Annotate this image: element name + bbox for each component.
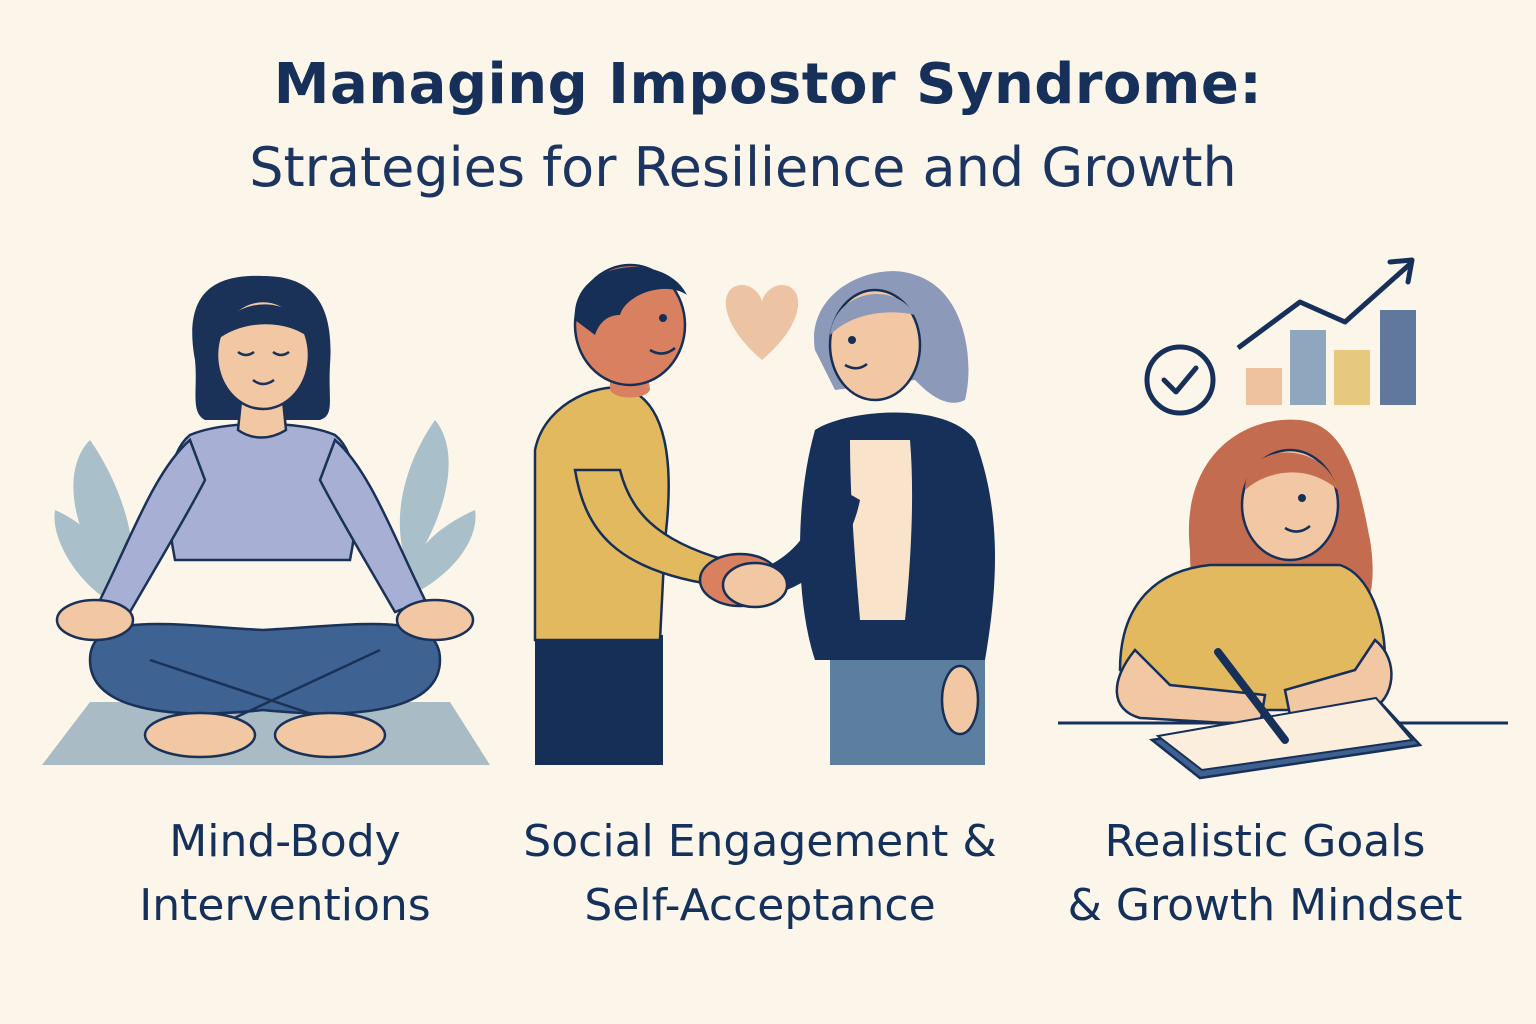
meditating-woman-illustration — [42, 275, 490, 765]
journaling-woman-illustration — [1058, 257, 1508, 780]
caption-line: Realistic Goals — [1104, 816, 1426, 867]
strategy-caption-social-engagement: Social Engagement & Self-Acceptance — [505, 810, 1015, 938]
checkmark-circle-icon — [1144, 344, 1216, 416]
handshake-illustration — [533, 263, 995, 765]
yoga-mat — [42, 702, 490, 765]
caption-line: & Growth Mindset — [1067, 880, 1463, 931]
strategy-caption-mind-body: Mind-Body Interventions — [30, 810, 540, 938]
caption-line: Self-Acceptance — [584, 880, 936, 931]
heart-icon — [725, 285, 799, 360]
strategy-caption-realistic-goals: Realistic Goals & Growth Mindset — [1010, 810, 1520, 938]
caption-line: Interventions — [139, 880, 431, 931]
page-title: Managing Impostor Syndrome: — [273, 52, 1263, 117]
caption-line: Social Engagement & — [523, 816, 997, 867]
pen-icon — [1214, 648, 1289, 744]
growth-bar-chart-icon — [1236, 257, 1416, 405]
page-subtitle: Strategies for Resilience and Growth — [249, 136, 1237, 199]
caption-line: Mind-Body — [169, 816, 401, 867]
